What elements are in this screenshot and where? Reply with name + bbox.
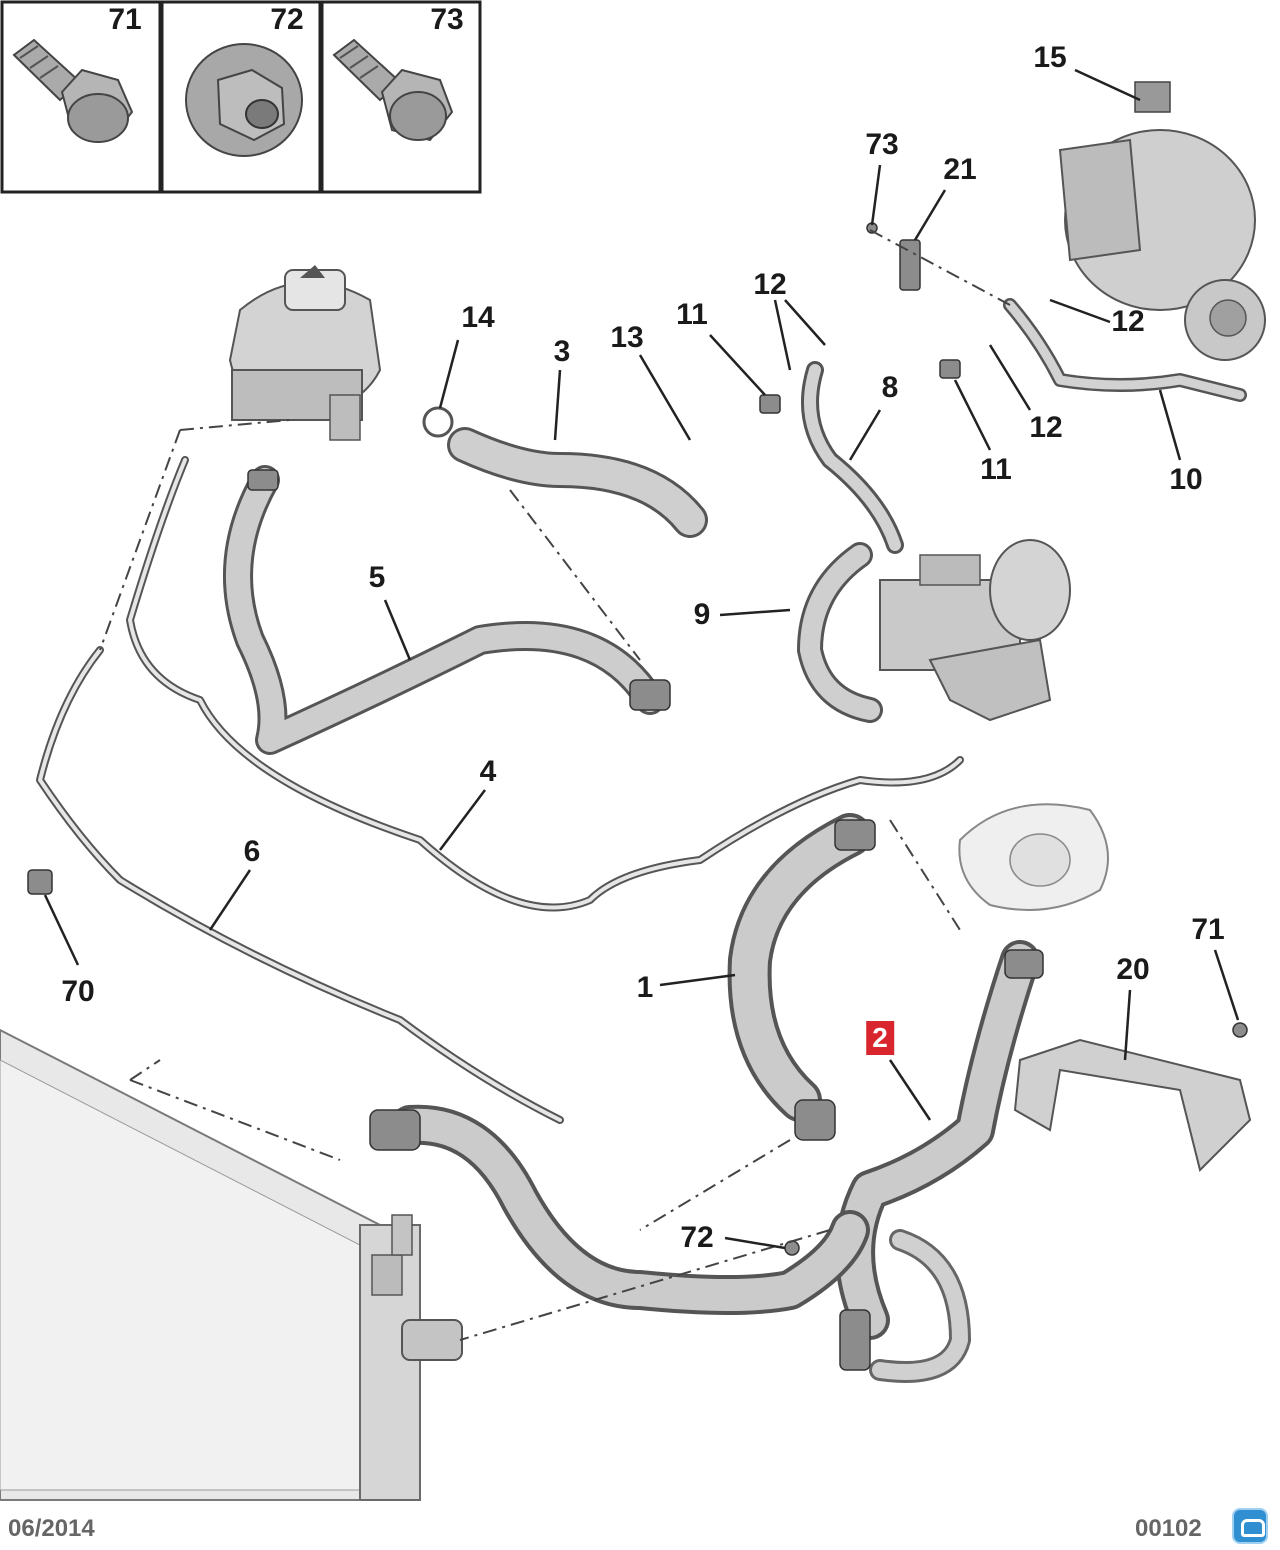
- leader-lines: [43, 68, 1240, 1250]
- radiator: [0, 1028, 463, 1501]
- callout-13: 13: [610, 321, 644, 354]
- bracket: [1013, 1038, 1252, 1172]
- turbocharger: [1058, 81, 1266, 361]
- callout-6: 6: [243, 835, 261, 868]
- box-label-73: 73: [430, 3, 464, 36]
- callout-12-right: 12: [1111, 305, 1145, 338]
- diagram-date: 06/2014: [8, 1515, 95, 1542]
- callout-11-top: 11: [676, 298, 708, 331]
- callout-14: 14: [461, 301, 495, 334]
- callout-72: 72: [680, 1221, 714, 1254]
- fastener-box-73: [320, 0, 482, 194]
- callout-20: 20: [1116, 953, 1150, 986]
- callout-71: 71: [1191, 913, 1225, 946]
- o-ring-14: [422, 406, 454, 438]
- callout-8: 8: [881, 371, 899, 404]
- callout-12-lower: 12: [1029, 411, 1063, 444]
- box-label-71: 71: [108, 3, 142, 36]
- hose-5: [223, 465, 665, 755]
- callout-21: 21: [943, 153, 977, 186]
- callout-12-top: 12: [753, 268, 787, 301]
- callout-15: 15: [1033, 41, 1067, 74]
- callout-5: 5: [368, 561, 386, 594]
- callout-3: 3: [553, 335, 571, 368]
- callout-10: 10: [1169, 463, 1203, 496]
- flange-nut-icon: [185, 43, 303, 157]
- callout-73: 73: [865, 128, 899, 161]
- expansion-tank: [228, 265, 382, 441]
- callout-9: 9: [693, 598, 711, 631]
- callout-11-lower: 11: [980, 453, 1012, 486]
- diagram-reference: 00102: [1135, 1515, 1202, 1542]
- box-label-72: 72: [270, 3, 304, 36]
- callout-2-highlighted: 2: [866, 1021, 894, 1055]
- flange-bolt-icon: [332, 38, 454, 142]
- callout-4: 4: [479, 755, 497, 788]
- oil-cooler-housing: [879, 539, 1071, 722]
- flange-bolt-icon: [12, 38, 134, 143]
- water-outlet-housing: [958, 803, 1109, 911]
- fastener-box-71: [0, 0, 162, 194]
- callout-1: 1: [636, 971, 654, 1004]
- callout-70: 70: [61, 975, 95, 1008]
- fittings: [27, 222, 1248, 1371]
- car-logo-icon: [1232, 1508, 1268, 1544]
- fastener-box-72: [160, 0, 322, 194]
- assembly-lines: [99, 229, 1011, 1341]
